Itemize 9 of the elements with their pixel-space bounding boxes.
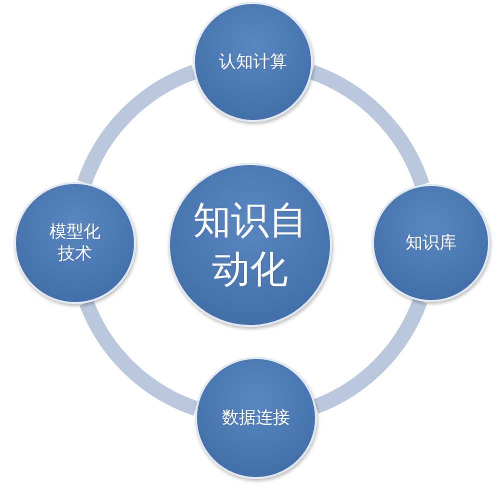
ring-connector bbox=[309, 65, 430, 188]
ring-connector bbox=[80, 300, 199, 416]
circle-label: 数据连接 bbox=[221, 406, 291, 430]
circle-label: 模型化技术 bbox=[48, 220, 102, 266]
circle-label: 知识自动化 bbox=[192, 196, 308, 293]
ring-connector bbox=[312, 298, 428, 414]
ring-connector bbox=[78, 65, 197, 186]
circle-label: 认知计算 bbox=[218, 50, 288, 74]
circle-label: 知识库 bbox=[404, 232, 458, 254]
